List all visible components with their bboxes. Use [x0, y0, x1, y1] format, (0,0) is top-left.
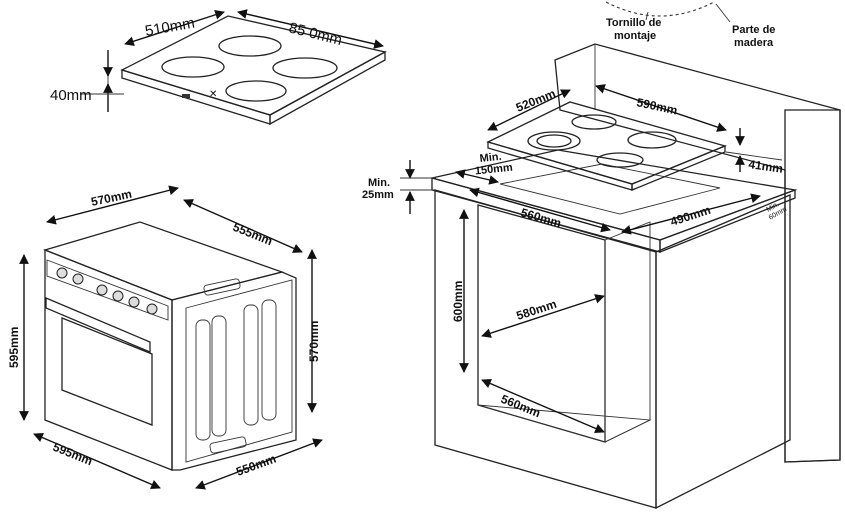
cabinet-cutout-width-label: 560mm [519, 205, 563, 230]
oven-bottom-width-label: 595mm [51, 440, 95, 468]
hob-depth-label: 85 0mm [287, 19, 344, 49]
cabinet-niche-height-label: 600mm [451, 281, 465, 322]
min-front-line-1: Min. [479, 151, 502, 165]
wood-line-2: madera [734, 37, 774, 49]
screw-label: Tornillo de montaje [606, 17, 664, 42]
oven-height-front-label: 595mm [7, 327, 21, 368]
cabinet-hob-depth-label: 520mm [514, 86, 558, 114]
min-top-line-2: 25mm [362, 189, 394, 201]
wood-line-1: Parte de [732, 24, 775, 36]
min-top-line-1: Min. [368, 177, 390, 189]
screw-line-2: montaje [614, 30, 656, 42]
oven-drawing [19, 185, 323, 490]
cabinet-niche-depth-label: 580mm [515, 297, 559, 323]
min-front-line-2: 150mm [474, 162, 513, 178]
oven-depth-label: 555mm [231, 220, 275, 248]
cabinet-cutout-depth-label: 490mm [669, 203, 713, 229]
svg-text:✕: ✕ [209, 89, 217, 100]
wood-label: Parte de madera [732, 24, 778, 49]
cabinet-min-front-label: Min. 150mm [473, 150, 513, 178]
screw-line-1: Tornillo de [606, 17, 661, 29]
oven-height-side-label: 570mm [307, 321, 321, 362]
cabinet-hob-thickness-label: 41mm [748, 157, 784, 176]
hob-drawing: ✕ [80, 9, 387, 126]
oven-bottom-depth-label: 550mm [234, 452, 278, 479]
hob-height-label: 40mm [50, 87, 92, 104]
cabinet-hob-width-label: 590mm [635, 95, 678, 117]
cabinet-drawing [400, 1, 841, 510]
cabinet-min-top-label: Min. 25mm [362, 177, 394, 201]
